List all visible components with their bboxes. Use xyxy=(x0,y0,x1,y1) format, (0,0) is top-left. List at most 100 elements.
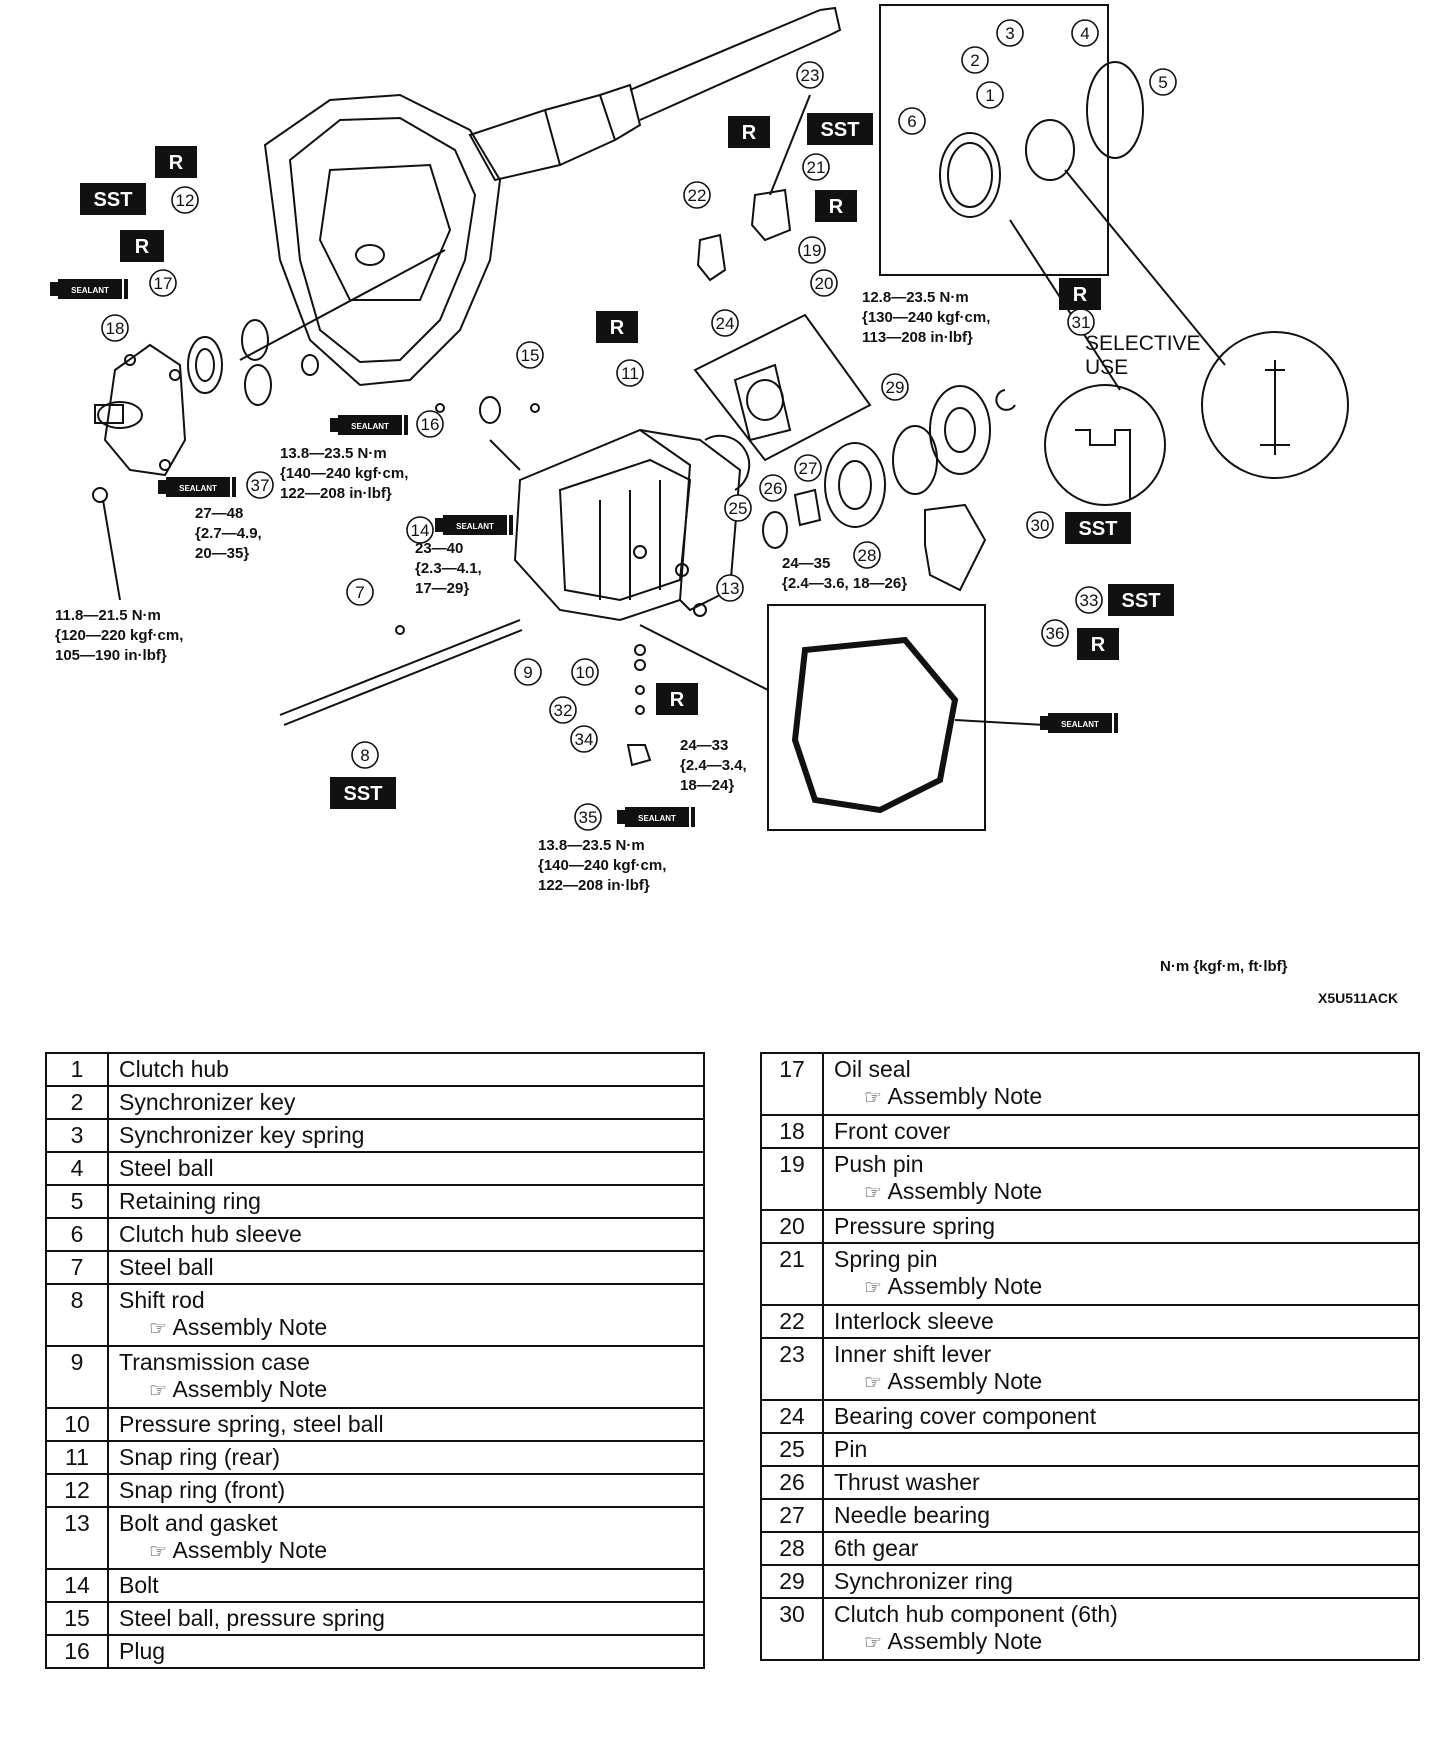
part-name-text: Pressure spring, steel ball xyxy=(119,1411,384,1437)
assembly-note-link[interactable]: Assembly Note xyxy=(834,1273,1408,1302)
svg-text:5: 5 xyxy=(1158,73,1167,92)
part-name: Interlock sleeve xyxy=(822,1304,1420,1339)
part-name: Snap ring (rear) xyxy=(107,1440,705,1475)
callout-8: 8 xyxy=(351,741,379,769)
svg-text:R: R xyxy=(829,196,844,218)
part-name: Clutch hub component (6th)Assembly Note xyxy=(822,1597,1420,1661)
svg-text:22: 22 xyxy=(688,186,707,205)
svg-text:20: 20 xyxy=(815,274,834,293)
part-name-text: Spring pin xyxy=(834,1246,938,1272)
callout-12: 12 xyxy=(171,186,199,214)
part-name-text: Front cover xyxy=(834,1118,951,1144)
assembly-note-link[interactable]: Assembly Note xyxy=(119,1537,693,1566)
callout-29: 29 xyxy=(881,373,909,401)
svg-text:21: 21 xyxy=(807,158,826,177)
sst-badge: SST xyxy=(807,113,873,145)
part-number: 20 xyxy=(760,1209,824,1244)
svg-text:SST: SST xyxy=(344,783,383,805)
part-name-text: Pin xyxy=(834,1436,868,1462)
svg-text:14: 14 xyxy=(411,521,430,540)
part-name: Push pinAssembly Note xyxy=(822,1147,1420,1211)
bearing-cover-inset xyxy=(693,313,872,462)
part-name-text: Clutch hub component (6th) xyxy=(834,1601,1118,1627)
part-number: 1 xyxy=(45,1052,109,1087)
part-name-text: Steel ball xyxy=(119,1155,214,1181)
assembly-note-link[interactable]: Assembly Note xyxy=(834,1083,1408,1112)
assembly-note-link[interactable]: Assembly Note xyxy=(834,1628,1408,1657)
part-name-text: Needle bearing xyxy=(834,1502,991,1528)
part-name-text: Synchronizer ring xyxy=(834,1568,1013,1594)
part-name: Synchronizer key xyxy=(107,1085,705,1120)
table-row: 17 Oil sealAssembly Note xyxy=(760,1052,1420,1116)
callout-15: 15 xyxy=(516,341,544,369)
part-name: Bolt xyxy=(107,1568,705,1603)
table-row: 21 Spring pinAssembly Note xyxy=(760,1242,1420,1306)
svg-text:8: 8 xyxy=(360,746,369,765)
sealant-label: SEALANT xyxy=(1040,713,1118,733)
part-number: 21 xyxy=(760,1242,824,1306)
clutch-housing xyxy=(263,6,842,387)
assembly-note-link[interactable]: Assembly Note xyxy=(834,1368,1408,1397)
part-number: 13 xyxy=(45,1506,109,1570)
r-badge: R xyxy=(155,146,197,178)
part-name-text: Snap ring (rear) xyxy=(119,1444,281,1470)
inner-shift-lever-part xyxy=(750,188,792,242)
svg-text:30: 30 xyxy=(1031,516,1050,535)
callout-32: 32 xyxy=(549,696,577,724)
callout-23: 23 xyxy=(796,61,824,89)
assembly-note-link[interactable]: Assembly Note xyxy=(834,1178,1408,1207)
part-number: 19 xyxy=(760,1147,824,1211)
r-badge: R xyxy=(728,116,770,148)
snap-ring-front-part xyxy=(241,319,269,361)
clutch-hub-6th-part xyxy=(929,385,991,475)
callout-18: 18 xyxy=(101,314,129,342)
svg-text:29: 29 xyxy=(886,378,905,397)
interlock-sleeve-part xyxy=(696,233,727,282)
part-number: 17 xyxy=(760,1052,824,1116)
svg-text:9: 9 xyxy=(523,663,532,682)
callout-9: 9 xyxy=(514,658,542,686)
torque-18: 11.8—21.5 N·m{120—220 kgf·cm,105—190 in·… xyxy=(55,607,183,664)
bracket-part xyxy=(924,503,987,592)
svg-text:3: 3 xyxy=(1005,24,1014,43)
assembly-note-link[interactable]: Assembly Note xyxy=(119,1376,693,1405)
svg-text:R: R xyxy=(135,236,150,258)
svg-text:24: 24 xyxy=(716,314,735,333)
part-name: Steel ball, pressure spring xyxy=(107,1601,705,1636)
sst-badge: SST xyxy=(330,777,396,809)
part-number: 24 xyxy=(760,1399,824,1434)
torque-37: 27—48{2.7—4.9,20—35} xyxy=(195,505,262,562)
svg-text:31: 31 xyxy=(1072,313,1091,332)
torque-bearing_cover: 12.8—23.5 N·m{130—240 kgf·cm,113—208 in·… xyxy=(862,289,990,346)
part-name: Steel ball xyxy=(107,1151,705,1186)
part-number: 22 xyxy=(760,1304,824,1339)
part-name-text: Oil seal xyxy=(834,1056,911,1082)
part-name-text: Inner shift lever xyxy=(834,1341,992,1367)
part-name: Pressure spring, steel ball xyxy=(107,1407,705,1442)
needle-bearing-part xyxy=(793,488,822,527)
callout-20: 20 xyxy=(810,269,838,297)
transmission-case-part xyxy=(513,428,742,622)
svg-text:18: 18 xyxy=(106,319,125,338)
sealant-label: SEALANT xyxy=(158,477,236,497)
drawing-parts xyxy=(92,4,1349,831)
r-badge: R xyxy=(1059,278,1101,310)
part-number: 10 xyxy=(45,1407,109,1442)
callout-14: 14 xyxy=(406,516,434,544)
assembly-note-link[interactable]: Assembly Note xyxy=(119,1314,693,1343)
callout-35: 35 xyxy=(574,803,602,831)
